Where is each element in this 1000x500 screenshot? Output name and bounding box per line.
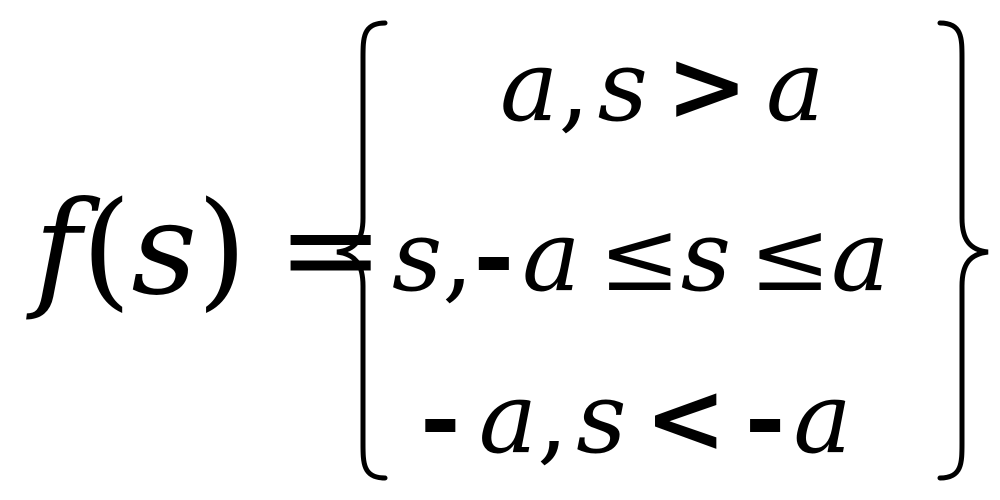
case-3-condition-negation: - — [744, 361, 786, 476]
case-row-1: a,s>a — [500, 38, 824, 137]
case-2-negation: - — [473, 199, 515, 314]
function-argument: s — [131, 175, 197, 324]
case-2-operator-2: ≤ — [749, 200, 832, 314]
case-row-2: s,-a≤s≤a — [392, 208, 890, 307]
case-3-operator: < — [644, 361, 727, 476]
open-paren: ( — [81, 175, 132, 324]
case-1-condition-right: a — [766, 30, 825, 144]
case-3-comma: , — [537, 362, 569, 476]
left-brace-icon — [336, 20, 388, 481]
close-paren: ) — [197, 175, 247, 324]
case-row-3: -a,s<-a — [420, 370, 852, 469]
case-1-operator: > — [665, 29, 749, 144]
case-2-condition-right: a — [831, 200, 890, 314]
case-3-condition-left: s — [576, 362, 627, 476]
function-symbol: f — [34, 175, 82, 324]
case-2-condition-middle: s — [680, 200, 731, 314]
case-2-operator-1: ≤ — [598, 200, 681, 314]
case-3-condition-right: a — [793, 362, 852, 476]
equals-sign: = — [276, 175, 385, 324]
case-2-value: s — [392, 200, 443, 314]
case-2-comma: , — [442, 200, 474, 314]
case-3-negation: - — [420, 361, 461, 476]
formula-lhs: f(s)= — [34, 186, 384, 314]
case-1-comma: , — [558, 30, 590, 144]
case-2-condition-left: a — [522, 200, 581, 314]
right-brace-icon — [937, 20, 989, 481]
case-3-value: a — [478, 362, 538, 476]
case-1-value: a — [500, 30, 559, 144]
case-1-condition-left: s — [597, 30, 648, 144]
